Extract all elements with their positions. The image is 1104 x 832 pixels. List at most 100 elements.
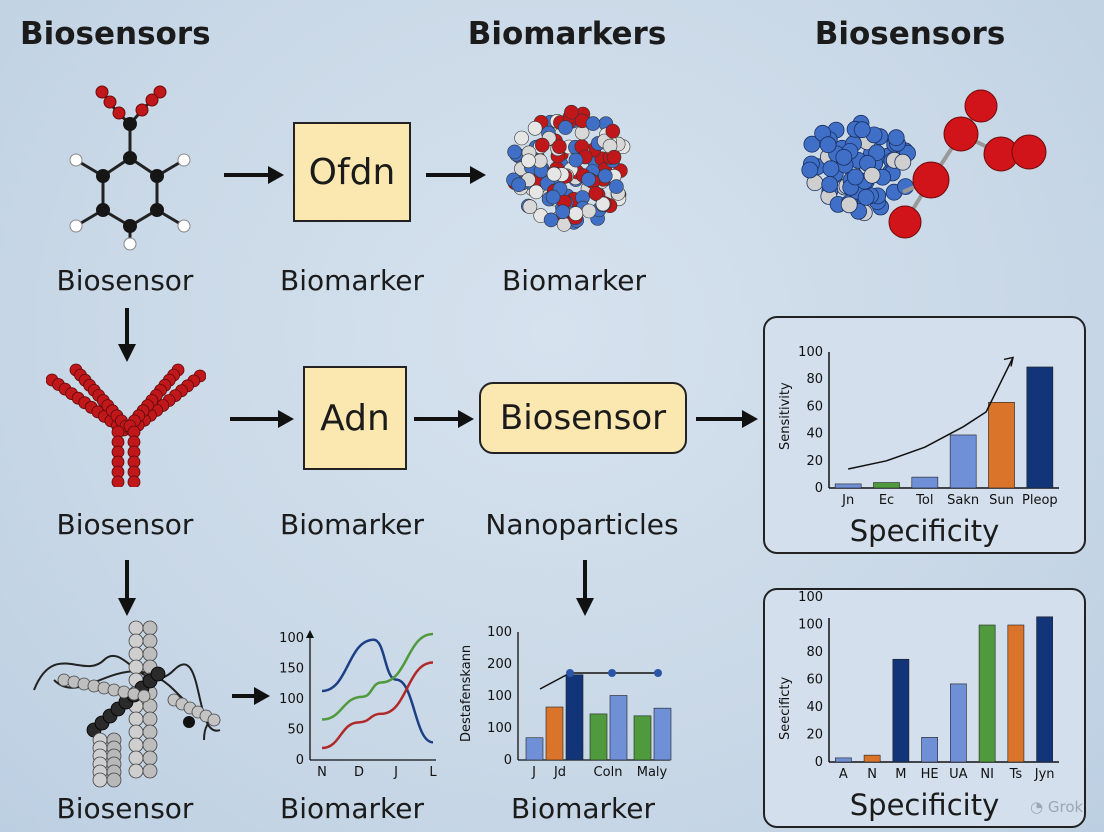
cluster-bead	[558, 120, 573, 135]
down-arrow-icon	[576, 560, 594, 616]
cluster-bead	[564, 104, 579, 120]
label-biosensor-r3: Biosensor	[56, 792, 194, 825]
arrow-icon	[232, 687, 270, 705]
bar	[950, 683, 967, 763]
y-tick-label: 100	[279, 631, 304, 646]
label-biomarker-r2: Biomarker	[279, 508, 425, 541]
x-tick-label: Coln	[594, 765, 623, 780]
cluster-bead	[552, 139, 567, 155]
dna-bead	[207, 713, 221, 727]
dna-bead	[142, 711, 158, 727]
arrow-icon	[414, 410, 474, 428]
series-line	[321, 638, 434, 744]
trend-line	[848, 357, 1014, 470]
red-atom	[943, 116, 979, 152]
y-tick-label: 100	[279, 692, 304, 707]
dna-bead	[137, 689, 151, 703]
bar	[921, 737, 938, 763]
y-tick-label: 80	[806, 645, 823, 660]
chart-title-specificity-1: Specificity	[849, 514, 1000, 548]
y-tick-label: 20	[806, 454, 823, 469]
cluster-bead	[511, 177, 527, 192]
y-axis-label: Sensitivity	[778, 382, 793, 450]
cluster-bead	[585, 116, 601, 131]
bar	[835, 757, 852, 763]
box-biosensor-text: Biosensor	[499, 398, 667, 438]
trend-arrowhead	[1003, 356, 1014, 367]
red-atom	[888, 205, 922, 239]
arrow-icon	[696, 410, 758, 428]
watermark-icon: ◔	[1030, 798, 1048, 816]
dna-bead	[142, 646, 158, 662]
antibody-bead	[111, 475, 125, 487]
dna-bead	[128, 737, 144, 753]
cluster-bead	[543, 212, 559, 228]
cluster-bead	[522, 199, 538, 214]
x-tick-label: Ts	[1009, 767, 1023, 782]
bar	[589, 713, 608, 761]
x-tick-label: Tol	[915, 493, 933, 508]
molecule-hexagon-icon	[69, 85, 191, 251]
header-biomarkers: Biomarkers	[467, 16, 667, 52]
bar	[525, 737, 544, 761]
box-biosensor: Biosensor	[479, 382, 687, 454]
label-biomarker-r3a: Biomarker	[279, 792, 425, 825]
bar	[565, 674, 584, 761]
cluster-bead	[514, 130, 529, 146]
cluster-bead	[528, 184, 544, 200]
cluster-bead	[853, 121, 871, 139]
cluster-bead	[606, 149, 622, 165]
dna-bead	[150, 666, 166, 682]
bar	[1036, 616, 1053, 763]
bar	[988, 402, 1015, 489]
trend-dot	[608, 669, 616, 677]
cluster-bead	[835, 148, 853, 166]
box-adn: Adn	[303, 366, 407, 470]
bar	[1007, 624, 1025, 763]
red-atom	[964, 89, 998, 123]
protein-nanoparticle-icon	[801, 89, 1047, 239]
bar	[633, 715, 652, 761]
header-biosensors-left: Biosensors	[20, 16, 211, 52]
dna-bead	[92, 772, 108, 788]
y-tick-label: 100	[798, 590, 823, 605]
y-tick-label: 0	[815, 755, 823, 770]
antibody-bead	[127, 475, 141, 487]
x-tick-label: N	[317, 765, 327, 780]
bar	[949, 434, 977, 489]
trend-line	[539, 672, 571, 690]
x-tick-label: Jd	[553, 765, 566, 780]
x-tick-label: UA	[949, 767, 968, 782]
y-tick-label: 40	[806, 700, 823, 715]
down-arrow-icon	[118, 308, 136, 362]
series-line	[321, 661, 434, 750]
cluster-bead	[568, 206, 584, 221]
dna-bead	[128, 646, 144, 662]
red-atom	[912, 161, 950, 199]
y-tick-label: 100	[798, 618, 823, 633]
cluster-bead	[819, 136, 837, 154]
y-axis-arrowhead	[306, 630, 314, 638]
y-tick-label: 0	[504, 753, 512, 768]
cluster-bead	[801, 161, 819, 179]
x-tick-label: NI	[980, 767, 994, 782]
bar	[978, 624, 996, 763]
x-tick-label: Pleop	[1022, 493, 1058, 508]
cluster-bead	[822, 160, 840, 178]
trend-dot	[566, 669, 574, 677]
header-biosensors-right: Biosensors	[814, 16, 1006, 52]
bar	[863, 754, 881, 763]
bar	[609, 695, 628, 761]
y-tick-label: 0	[815, 481, 823, 496]
bar	[545, 706, 564, 761]
y-tick-label: 80	[806, 372, 823, 387]
y-tick-label: 100	[798, 345, 823, 360]
bar	[1026, 366, 1054, 489]
red-atom	[1011, 134, 1047, 170]
nanoparticle-cluster-icon	[506, 104, 631, 232]
x-tick-label: D	[354, 765, 364, 780]
cluster-bead	[857, 189, 875, 206]
y-tick-label: 100	[487, 689, 512, 704]
